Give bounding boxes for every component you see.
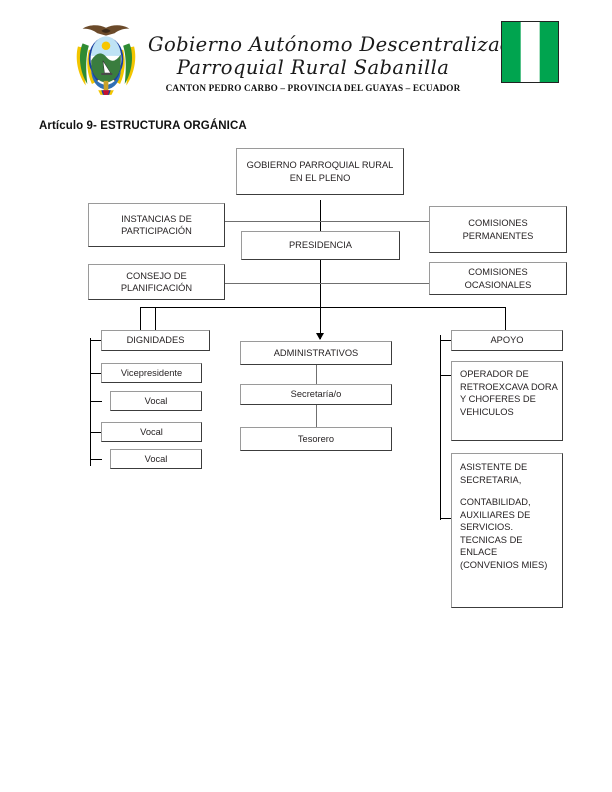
asistente-paragraph-2: CONTABILIDAD, AUXILIARES DE SERVICIOS. T… (460, 497, 548, 570)
node-asistente-secretaria[interactable]: ASISTENTE DE SECRETARIA, CONTABILIDAD, A… (451, 453, 563, 608)
connector-stub-vicepresidente (90, 373, 102, 374)
node-apoyo[interactable]: APOYO (451, 330, 563, 351)
node-secretaria[interactable]: Secretaría/o (240, 384, 392, 405)
node-instancias-participacion[interactable]: INSTANCIAS DE PARTICIPACIÓN (88, 203, 225, 247)
connector-branch-left (140, 307, 141, 332)
page-title: Artículo 9- ESTRUCTURA ORGÁNICA (39, 120, 247, 132)
node-comisiones-permanentes[interactable]: COMISIONES PERMANENTES (429, 206, 567, 253)
pedro-carbo-flag-icon (501, 21, 559, 83)
letterhead-title-block: Gobierno Autónomo Descentralizado Parroq… (148, 33, 526, 94)
connector-stub-apoyo (440, 340, 452, 341)
connector-dignidades-spine (90, 338, 91, 466)
node-consejo-planificacion[interactable]: CONSEJO DE PLANIFICACIÓN (88, 264, 225, 300)
connector-stub-vocal-3 (90, 459, 102, 460)
node-tesorero[interactable]: Tesorero (240, 427, 392, 451)
connector-stub-vocal-2 (90, 432, 102, 433)
ecuador-coat-of-arms-icon (66, 20, 146, 98)
connector-stub-dignidades (90, 340, 102, 341)
connector-stub-asistente (440, 518, 452, 519)
connector-arrowhead (316, 333, 324, 340)
node-dignidades[interactable]: DIGNIDADES (101, 330, 210, 351)
connector-trunk-to-administrativos (320, 307, 321, 339)
node-vocal-3[interactable]: Vocal (110, 449, 202, 469)
node-operador-retroexcavadora[interactable]: OPERADOR DE RETROEXCAVA DORA Y CHOFERES … (451, 361, 563, 441)
node-gobierno-parroquial-pleno[interactable]: GOBIERNO PARROQUIAL RURAL EN EL PLENO (236, 148, 404, 195)
node-administrativos[interactable]: ADMINISTRATIVOS (240, 341, 392, 365)
node-comisiones-ocasionales[interactable]: COMISIONES OCASIONALES (429, 262, 567, 295)
connector-administrativos-to-secretaria (316, 365, 317, 385)
connector-distribution-bar (140, 307, 505, 308)
letterhead-line-3: CANTON PEDRO CARBO – PROVINCIA DEL GUAYA… (165, 83, 461, 93)
letterhead-line-1: Gobierno Autónomo Descentralizado (148, 33, 526, 56)
connector-secretaria-to-tesorero (316, 405, 317, 427)
connector-crossbar-upper (225, 221, 435, 222)
connector-branch-right (505, 307, 506, 332)
connector-dignidades-drop (155, 307, 156, 331)
flag-white-stripe (520, 22, 540, 82)
node-vocal-1[interactable]: Vocal (110, 391, 202, 411)
connector-stub-vocal-1 (90, 401, 102, 402)
letterhead-line-2: Parroquial Rural Sabanilla (176, 56, 450, 79)
connector-stub-operador (440, 375, 452, 376)
node-vicepresidente[interactable]: Vicepresidente (101, 363, 202, 383)
node-vocal-2[interactable]: Vocal (101, 422, 202, 442)
asistente-paragraph-1: ASISTENTE DE SECRETARIA, (460, 462, 528, 485)
connector-apoyo-spine (440, 335, 441, 520)
connector-crossbar-lower (225, 283, 435, 284)
node-presidencia[interactable]: PRESIDENCIA (241, 231, 400, 260)
